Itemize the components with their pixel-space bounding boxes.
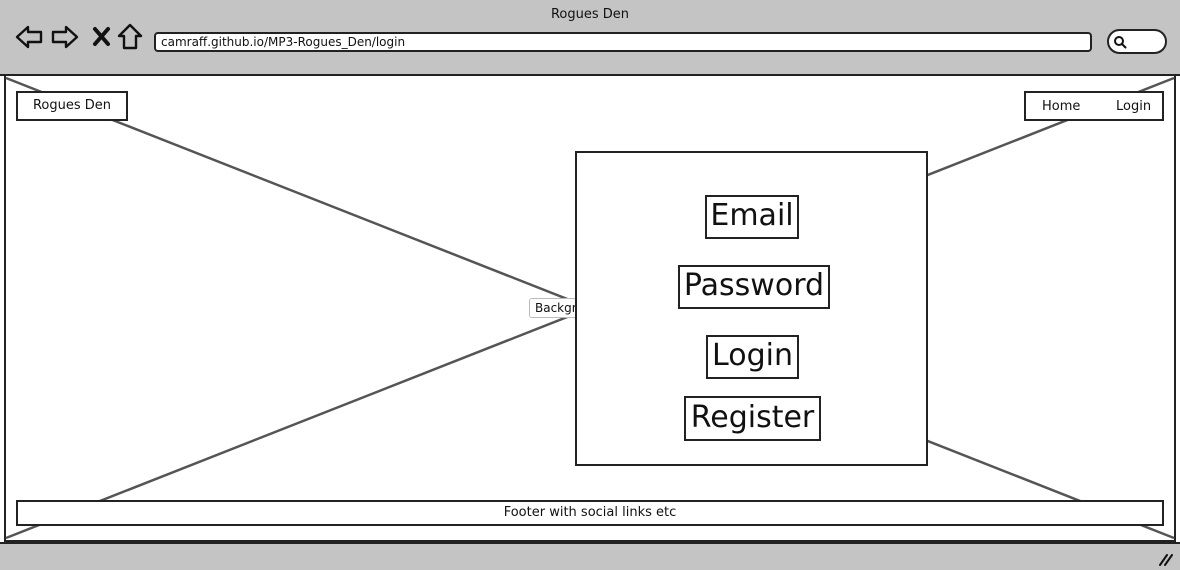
close-x-icon[interactable] bbox=[88, 22, 118, 52]
login-panel: Email Password Login Register bbox=[575, 151, 928, 466]
nav-link-login[interactable]: Login bbox=[1116, 99, 1152, 114]
resize-grip-icon[interactable] bbox=[1158, 552, 1174, 566]
search-icon bbox=[1114, 36, 1127, 49]
back-arrow-icon[interactable] bbox=[14, 22, 44, 52]
brand-logo[interactable]: Rogues Den bbox=[16, 91, 128, 121]
window-title: Rogues Den bbox=[550, 7, 630, 22]
register-button[interactable]: Register bbox=[684, 396, 821, 441]
email-field[interactable]: Email bbox=[705, 195, 799, 239]
search-field[interactable] bbox=[1107, 29, 1167, 54]
nav-link-home[interactable]: Home bbox=[1042, 99, 1081, 114]
browser-chrome: Rogues Den camraff.github.io/MP3-Rogues_… bbox=[0, 0, 1180, 76]
home-icon[interactable] bbox=[115, 22, 145, 52]
url-bar[interactable]: camraff.github.io/MP3-Rogues_Den/login bbox=[154, 32, 1092, 52]
footer: Footer with social links etc bbox=[16, 500, 1164, 526]
status-bar bbox=[0, 542, 1180, 570]
background-label: Background bbox=[529, 298, 577, 318]
top-nav: Home Login bbox=[1024, 91, 1164, 121]
login-button[interactable]: Login bbox=[706, 335, 799, 379]
forward-arrow-icon[interactable] bbox=[50, 22, 80, 52]
password-field[interactable]: Password bbox=[678, 265, 830, 309]
